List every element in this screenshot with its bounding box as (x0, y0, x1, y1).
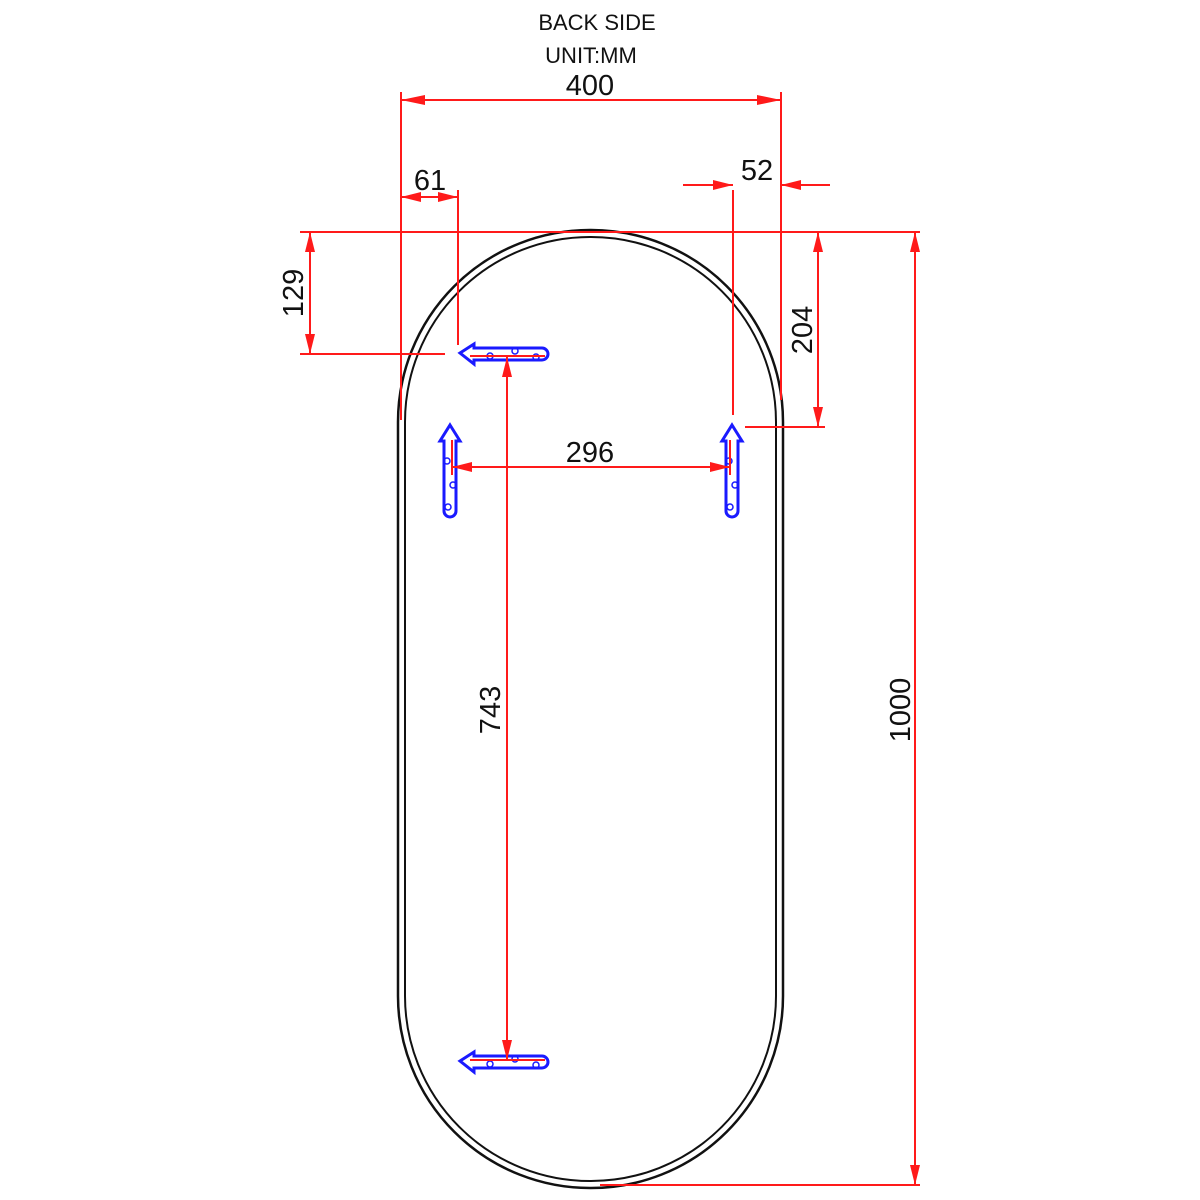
drawing-title: BACK SIDE (538, 10, 655, 35)
dim-label-296: 296 (566, 437, 614, 469)
dim-overall-height (600, 232, 920, 1186)
dim-label-129: 129 (278, 269, 310, 317)
dim-top-right (745, 232, 825, 428)
dim-label-400: 400 (566, 70, 614, 102)
dim-label-1000: 1000 (885, 678, 917, 743)
dim-bracket-span (451, 440, 731, 475)
hanging-bracket-left (438, 423, 462, 519)
dim-right-offset (683, 180, 830, 415)
dim-top-left (300, 232, 445, 355)
hanging-bracket-right (720, 423, 744, 519)
unit-label: UNIT:MM (545, 43, 637, 68)
dim-label-52: 52 (741, 155, 773, 187)
dim-vertical-bracket-span (470, 355, 545, 1061)
dim-left-offset (401, 190, 459, 345)
hanging-bracket-top (458, 342, 550, 366)
dim-overall-width (400, 92, 782, 420)
dim-label-743: 743 (475, 686, 507, 734)
dim-label-61: 61 (414, 165, 446, 197)
dim-label-204: 204 (787, 306, 819, 354)
hanging-bracket-bottom (458, 1050, 550, 1074)
mirror-outer-outline (396, 228, 785, 1190)
mirror-inner-outline (404, 236, 777, 1182)
